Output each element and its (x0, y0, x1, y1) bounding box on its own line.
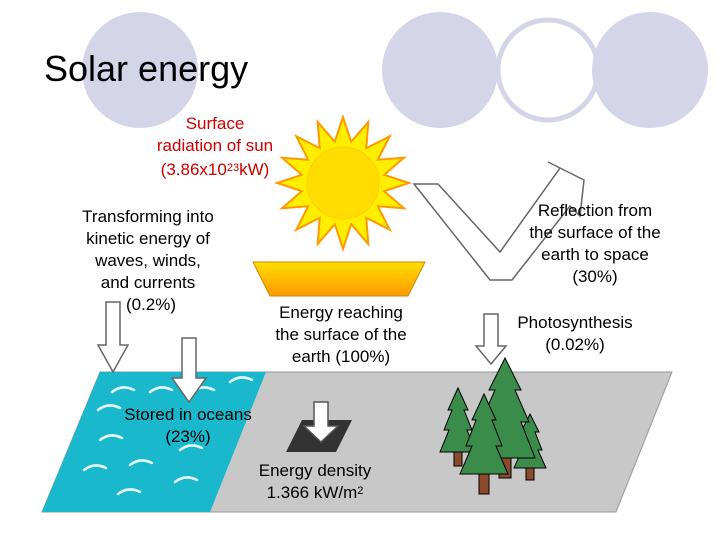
reaching-label: Energy reaching the surface of the earth… (256, 302, 426, 368)
reflection-label-value: (30%) (572, 267, 618, 286)
sun-label-line: Surface (185, 114, 245, 133)
photosynthesis-label-value: (0.02%) (545, 335, 605, 354)
sun-core (306, 146, 380, 220)
photosynthesis-label: Photosynthesis (0.02%) (500, 312, 650, 356)
header-circle (495, 17, 601, 123)
density-label-line: Energy density (258, 461, 372, 480)
oceans-label: Stored in oceans (23%) (108, 404, 268, 448)
sun-label-value: (3.86x1023kW) (140, 159, 290, 181)
wave-icon (178, 444, 204, 452)
kinetic-label: Transforming into kinetic energy of wave… (62, 206, 234, 316)
header-circle (82, 12, 198, 128)
reflection-label-line: earth to space (541, 245, 649, 264)
density-label: Energy density 1.366 kW/m2 (240, 460, 390, 504)
wave-icon (173, 476, 199, 484)
reaching-label-line: Energy reaching (279, 303, 403, 322)
kinetic-label-line: and currents (100, 273, 196, 292)
sun-value-prefix: (3.86x10 (160, 160, 227, 179)
kinetic-label-line: waves, winds, (95, 251, 201, 270)
reflection-label-line: the surface of the (529, 223, 661, 242)
energy-trapezoid (252, 261, 426, 297)
reaching-label-line: the surface of the (275, 325, 407, 344)
arrow-down-icon (170, 337, 208, 404)
sun-value-suffix: kW) (239, 160, 270, 179)
wave-icons (82, 376, 254, 496)
tree-icon (439, 386, 477, 467)
oceans-label-line: Stored in oceans (124, 405, 252, 424)
wave-icon (228, 376, 254, 384)
wave-icon (128, 459, 154, 467)
reflection-label-line: Reflection from (537, 201, 653, 220)
sun-value-exponent: 23 (226, 162, 240, 174)
reaching-label-line: earth (100%) (291, 347, 391, 366)
arrow-down-icon (474, 313, 508, 366)
tree-icon (459, 392, 509, 495)
header-circle (592, 12, 708, 128)
kinetic-label-value: (0.2%) (125, 295, 177, 314)
kinetic-label-line: kinetic energy of (86, 229, 210, 248)
wave-icon (116, 488, 142, 496)
kinetic-label-line: Transforming into (82, 207, 214, 226)
sun-label: Surface radiation of sun (3.86x1023kW) (140, 113, 290, 181)
reflection-arrow-icon (412, 161, 585, 281)
arrow-down-icon (302, 401, 340, 444)
ocean (42, 372, 266, 512)
header-circles (82, 12, 708, 128)
density-value-exponent: 2 (357, 485, 364, 497)
wave-icon (110, 386, 136, 394)
oceans-label-value: (23%) (165, 427, 211, 446)
wave-icon (98, 434, 124, 442)
reflection-label: Reflection from the surface of the earth… (510, 200, 680, 288)
wave-icon (96, 404, 122, 412)
density-label-value: 1.366 kW/m2 (240, 482, 390, 504)
wave-icon (82, 464, 108, 472)
photosynthesis-label-line: Photosynthesis (517, 313, 633, 332)
arrow-down-icon (96, 301, 130, 374)
header-circle (382, 12, 498, 128)
density-value-prefix: 1.366 kW/m (266, 483, 358, 502)
wave-icon (148, 386, 174, 394)
sun-icon (273, 113, 413, 253)
trees (439, 356, 547, 495)
sun-label-line: radiation of sun (156, 136, 274, 155)
page-title: Solar energy (44, 48, 249, 89)
